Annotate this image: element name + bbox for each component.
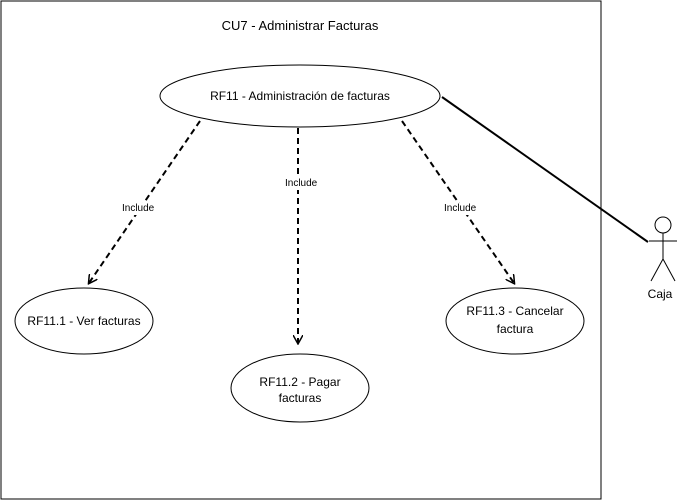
use-case-pay-invoices-label-line2: facturas: [278, 391, 322, 405]
use-case-cancel-invoice-label-line1: RF11.3 - Cancelar: [466, 304, 564, 318]
include-label-1: Include: [121, 203, 156, 215]
system-title: CU7 - Administrar Facturas: [221, 18, 379, 33]
actor-name: Caja: [647, 287, 673, 301]
use-case-cancel-invoice: [445, 287, 585, 355]
include-arrow-1: [89, 120, 201, 283]
association-line: [441, 96, 649, 243]
include-arrow-3: [401, 120, 514, 283]
use-case-view-invoices: [14, 287, 154, 355]
use-case-cancel-invoice-label-line2: factura: [496, 322, 534, 336]
use-case-pay-invoices: [230, 353, 370, 423]
actor-figure: [649, 216, 677, 282]
use-case-main-label: RF11 - Administración de facturas: [210, 89, 390, 103]
use-case-view-invoices-label: RF11.1 - Ver facturas: [27, 314, 141, 328]
include-label-2: Include: [284, 178, 319, 190]
use-case-pay-invoices-label-line1: RF11.2 - Pagar: [259, 375, 341, 389]
use-case-main: [159, 64, 441, 128]
include-label-3: Include: [443, 203, 478, 215]
